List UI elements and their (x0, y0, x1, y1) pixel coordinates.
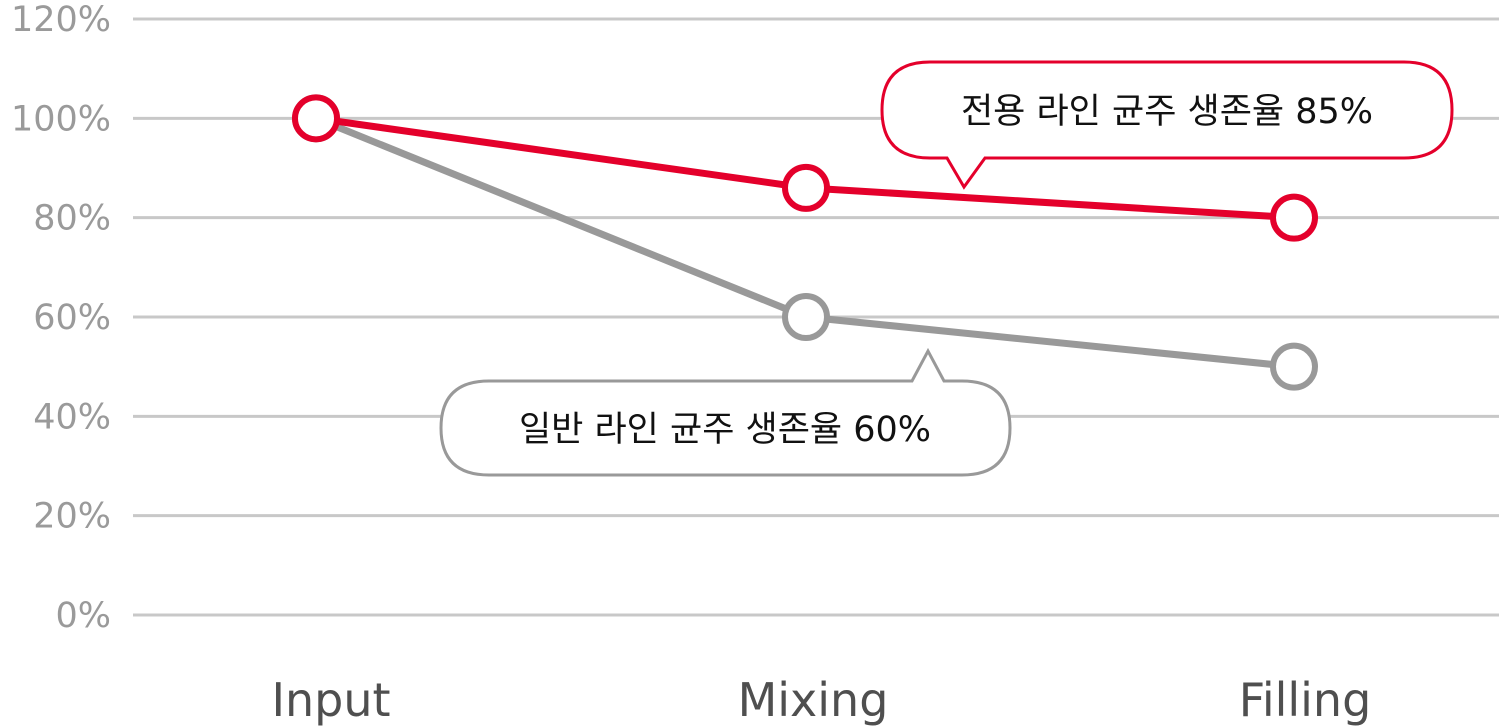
callout-general-line-text: 일반 라인 균주 생존율 60% (519, 410, 931, 450)
series-point (782, 293, 830, 341)
y-tick-label: 80% (33, 199, 111, 239)
callout-dedicated-line-text: 전용 라인 균주 생존율 85% (961, 92, 1373, 132)
series-point (1270, 342, 1318, 391)
x-axis-category-labels: Input Mixing Filling (271, 673, 1371, 727)
x-category-label: Input (271, 673, 390, 727)
y-tick-label: 100% (11, 99, 111, 139)
callout-general-line: 일반 라인 균주 생존율 60% (439, 347, 1012, 477)
y-tick-label: 0% (55, 596, 111, 636)
callout-dedicated-line-bubble (880, 60, 1454, 190)
y-tick-label: 120% (11, 0, 111, 40)
x-category-label: Filling (1239, 673, 1372, 727)
x-category-label: Mixing (738, 673, 889, 727)
y-tick-label: 20% (33, 497, 111, 537)
data-series (292, 94, 1318, 391)
series-point (782, 163, 830, 212)
y-tick-label: 40% (33, 397, 111, 437)
callout-dedicated-line: 전용 라인 균주 생존율 85% (880, 60, 1454, 190)
y-axis-tick-labels: 0% 20% 40% 60% 80% 100% 120% (11, 0, 111, 636)
series-point (1270, 193, 1318, 242)
series-point (292, 94, 340, 143)
callout-general-line-bubble (439, 347, 1012, 477)
y-tick-label: 60% (33, 298, 111, 338)
callouts: 전용 라인 균주 생존율 85% 일반 라인 균주 생존율 60% (439, 60, 1454, 477)
